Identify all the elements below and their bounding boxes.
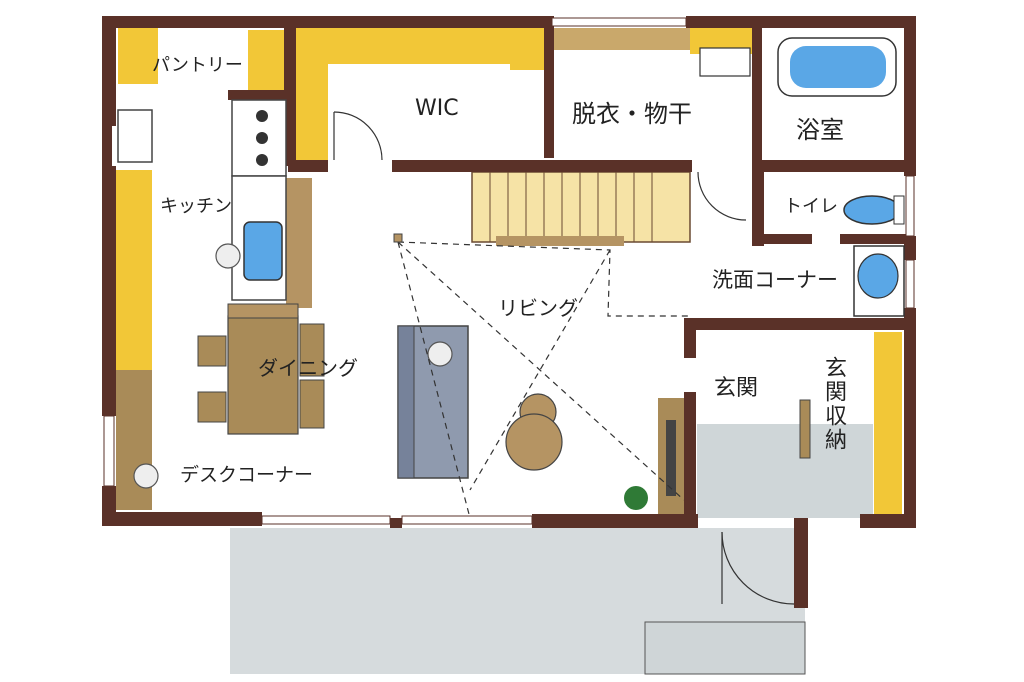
toilet-bowl: [843, 195, 901, 225]
sofa-back: [397, 325, 415, 479]
wic-shelf-right: [510, 28, 544, 70]
kitchen-counter: [286, 178, 312, 308]
staircase: [471, 171, 691, 243]
room-label-washroom: 洗面コーナー: [712, 268, 838, 292]
toilet-tank: [893, 195, 905, 225]
entrance-floor: [697, 424, 873, 518]
washing-machine: [699, 47, 751, 77]
room-label-storage: 玄関収納: [821, 356, 846, 452]
dining-counter-top: [227, 303, 299, 319]
chair-right-2: [299, 379, 325, 429]
atrium-void: [397, 241, 690, 519]
room-label-dining: ダイニング: [258, 356, 358, 380]
walls: [102, 16, 916, 608]
plant: [624, 486, 648, 510]
pantry-shelf: [118, 28, 158, 84]
fridge: [117, 109, 153, 163]
room-label-kitchen: キッチン: [160, 196, 232, 217]
entrance-cabinet-door: [666, 420, 676, 496]
void-post: [393, 233, 403, 243]
coffee-table-large: [505, 413, 563, 471]
room-label-bath: 浴室: [796, 116, 844, 144]
sofa-person: [427, 341, 453, 367]
kitchen-sink: [243, 221, 283, 281]
room-label-pantry: パントリー: [152, 55, 243, 76]
wic-shelf-top: [294, 28, 544, 64]
chair-right-1: [299, 323, 325, 377]
dining-table: [227, 315, 299, 435]
room-label-entrance: 玄関: [714, 376, 759, 401]
burner-1: [256, 110, 268, 122]
chair-left-1: [197, 335, 227, 367]
stair-treads: [489, 172, 653, 242]
wash-basin: [857, 253, 899, 299]
room-label-dressing: 脱衣・物干: [572, 100, 692, 128]
wic-shelf-left: [294, 28, 328, 160]
entrance-storage: [874, 332, 902, 520]
room-label-toilet: トイレ: [784, 196, 838, 217]
room-label-living: リビング: [498, 296, 578, 320]
terrace-step: [644, 621, 806, 675]
room-label-wic: WIC: [415, 96, 459, 121]
room-label-desk: デスクコーナー: [180, 464, 314, 486]
desk-person: [133, 463, 159, 489]
kitchen-storage: [116, 170, 152, 370]
burner-2: [256, 132, 268, 144]
desk-counter: [116, 370, 152, 510]
door-swings: [333, 111, 795, 605]
chair-left-2: [197, 391, 227, 423]
windows: [103, 17, 915, 525]
bathtub-water: [790, 46, 886, 88]
pantry-shelf-right: [248, 30, 284, 90]
cook-person: [215, 243, 241, 269]
entrance-step-bar: [799, 399, 811, 459]
stair-landing: [496, 236, 624, 246]
burner-3: [256, 154, 268, 166]
